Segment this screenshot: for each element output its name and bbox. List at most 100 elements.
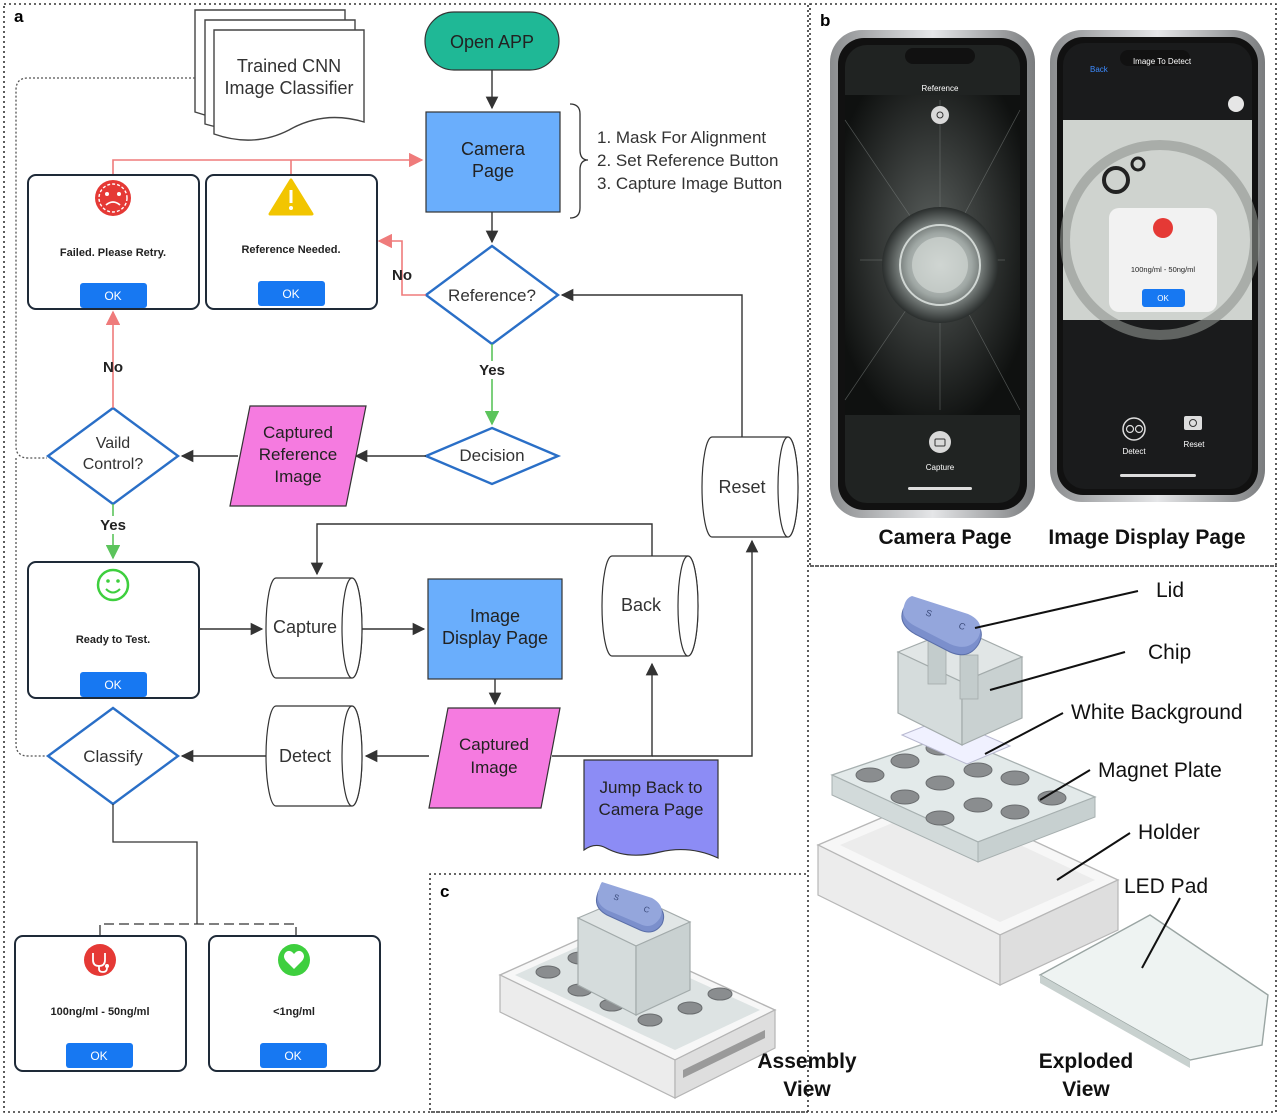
reference-yes-label: Yes <box>479 362 505 379</box>
phone-right-reset: Reset <box>1184 440 1206 449</box>
label-chip: Chip <box>1148 641 1191 664</box>
reset-cylinder: Reset <box>701 436 799 538</box>
phone-right-back[interactable]: Back <box>1090 65 1109 74</box>
phone-right-title: Image To Detect <box>1133 57 1192 66</box>
label-holder: Holder <box>1138 821 1200 844</box>
failed-dialog: Failed. Please Retry. OK <box>27 174 200 310</box>
detect-cylinder: Detect <box>265 705 363 807</box>
captured-image-data <box>428 707 561 809</box>
image-display-line2: Display Page <box>442 628 548 648</box>
classify-label: Classify <box>83 747 143 766</box>
back-label: Back <box>621 595 662 615</box>
detect-label: Detect <box>279 746 331 766</box>
failed-text: Failed. Please Retry. <box>60 247 166 259</box>
label-lid: Lid <box>1156 579 1184 602</box>
captured-reference-data <box>229 405 367 507</box>
open-app-label: Open APP <box>450 32 534 52</box>
cnn-label-line2: Image Classifier <box>224 78 353 98</box>
capture-cylinder: Capture <box>265 577 363 679</box>
lid-letter-s: S <box>924 607 933 618</box>
reference-no-arrow <box>377 233 426 296</box>
captured-reference-line3: Image <box>274 467 321 486</box>
positive-ok-label: OK <box>90 1049 107 1063</box>
phone-result-dialog <box>1109 208 1217 312</box>
reset-to-reference-arrow <box>560 288 743 437</box>
reset-label: Reset <box>718 477 765 497</box>
camera-page-line2: Page <box>472 161 514 181</box>
reference-set-icon[interactable] <box>931 106 949 124</box>
image-display-process <box>427 578 563 680</box>
stethoscope-icon <box>84 944 116 976</box>
back-to-capture-arrow <box>310 523 653 576</box>
classify-results-bracket <box>99 923 297 935</box>
cnn-label-line1: Trained CNN <box>237 56 341 76</box>
exploded-device: S C <box>816 596 1269 1068</box>
phone-camera-page: Reference Capture <box>830 30 1035 518</box>
reference-needed-dialog: Reference Needed. OK <box>205 174 378 310</box>
exploded-caption-line1: Exploded <box>1039 1050 1134 1073</box>
exploded-caption-line2: View <box>1062 1078 1110 1101</box>
ready-text: Ready to Test. <box>76 634 150 646</box>
phone-ok-label: OK <box>1157 294 1169 303</box>
positive-result-dialog: 100ng/ml - 50ng/ml OK <box>14 935 187 1072</box>
camera-page-line1: Camera <box>461 139 526 159</box>
image-display-line1: Image <box>470 606 520 626</box>
capture-label: Capture <box>273 617 337 637</box>
ready-dialog: Ready to Test. OK <box>27 561 200 699</box>
valid-no-label: No <box>103 359 123 376</box>
panel-borders <box>3 3 1277 1113</box>
failed-ok-label: OK <box>104 289 121 303</box>
reference-needed-text: Reference Needed. <box>241 244 340 256</box>
phone-stethoscope-icon <box>1153 218 1173 238</box>
panel-label-b: b <box>820 11 830 30</box>
negative-ok-label: OK <box>284 1049 301 1063</box>
camera-note-3: 3. Capture Image Button <box>597 174 782 193</box>
heart-icon <box>278 944 310 976</box>
camera-note-1: 1. Mask For Alignment <box>597 128 766 147</box>
phone-ok-button[interactable] <box>1142 289 1185 307</box>
phone-image-display-page: Back Image To Detect 100ng/ml - 50ng/ml … <box>1050 30 1265 502</box>
cnn-dotted-connectors <box>15 77 195 757</box>
assembly-device: S C <box>498 882 777 1099</box>
valid-yes-label: Yes <box>100 517 126 534</box>
trained-cnn-document: Trained CNN Image Classifier <box>194 9 365 141</box>
panel-label-c: c <box>440 882 449 901</box>
reference-no-label: No <box>392 267 412 284</box>
positive-ok-button[interactable] <box>66 1043 133 1068</box>
phone-right-caption: Image Display Page <box>1048 526 1245 549</box>
phone-left-title: Reference <box>922 84 959 93</box>
assembly-lid-letter-s: S <box>612 892 620 902</box>
detect-glasses-icon[interactable] <box>1122 417 1146 441</box>
reset-camera-icon[interactable] <box>1184 416 1202 430</box>
captured-reference-line1: Captured <box>263 423 333 442</box>
reference-decision-label: Reference? <box>448 286 536 305</box>
warning-icon <box>268 178 314 216</box>
reference-needed-ok-button[interactable] <box>258 281 325 306</box>
decision-node <box>422 426 562 486</box>
valid-control-line1: Vaild <box>96 435 130 452</box>
capture-camera-icon[interactable] <box>929 431 951 453</box>
label-led-pad: LED Pad <box>1124 875 1208 898</box>
failed-ok-button[interactable] <box>80 283 147 308</box>
jump-back-line1: Jump Back to <box>600 778 703 797</box>
captured-reference-line2: Reference <box>259 445 337 464</box>
positive-result-text: 100ng/ml - 50ng/ml <box>50 1006 149 1018</box>
label-white-background: White Background <box>1071 701 1243 724</box>
failed-to-camera-arrow <box>112 152 424 174</box>
captured-image-line1: Captured <box>459 735 529 754</box>
phone-result-text: 100ng/ml - 50ng/ml <box>1131 265 1196 274</box>
negative-ok-button[interactable] <box>260 1043 327 1068</box>
phone-right-detect: Detect <box>1122 447 1146 456</box>
phone-left-caption: Camera Page <box>878 526 1011 549</box>
captured-image-line2: Image <box>470 758 517 777</box>
camera-note-2: 2. Set Reference Button <box>597 151 778 170</box>
camera-notes-brace <box>569 103 589 219</box>
ready-ok-label: OK <box>104 678 121 692</box>
ready-ok-button[interactable] <box>80 672 147 697</box>
label-magnet-plate: Magnet Plate <box>1098 759 1222 782</box>
jump-back-document: Jump Back to Camera Page <box>583 759 719 859</box>
valid-control-line2: Control? <box>83 456 144 473</box>
lid: S C <box>901 596 982 656</box>
jump-back-line2: Camera Page <box>599 800 704 819</box>
reference-needed-ok-label: OK <box>282 287 299 301</box>
